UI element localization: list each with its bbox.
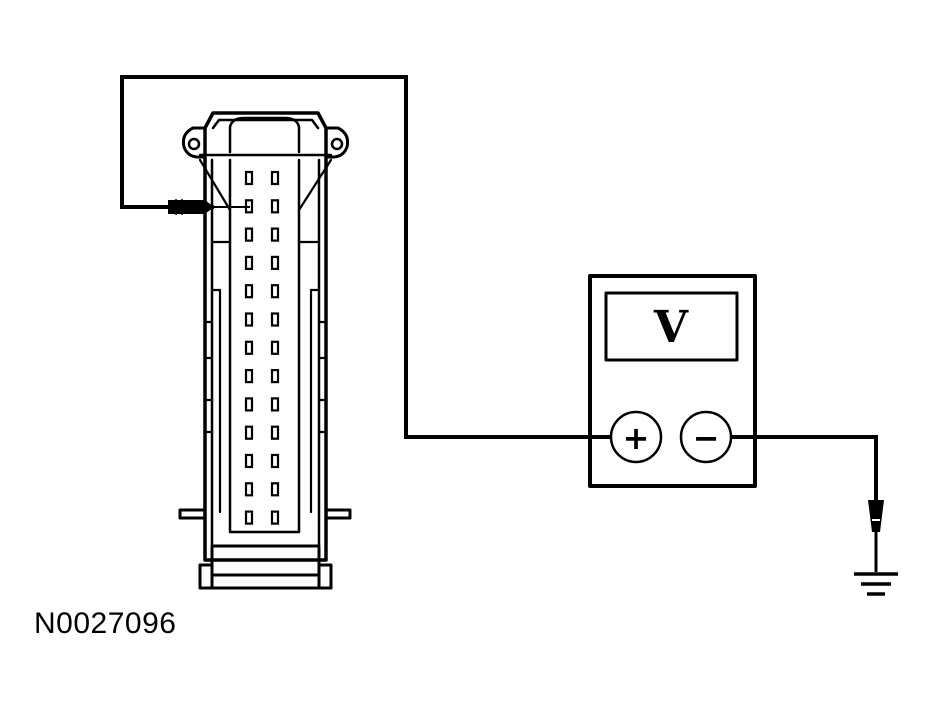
connector-pin-r4-c2 bbox=[270, 255, 280, 270]
connector-pin-r12-c2 bbox=[270, 482, 280, 497]
ground-probe-icon bbox=[868, 500, 884, 572]
connector-pin-r7-c1 bbox=[244, 340, 254, 355]
connector-pin-r7-c2 bbox=[270, 340, 280, 355]
connector-pin-r1-c1 bbox=[244, 170, 254, 186]
connector-pin-r8-c2 bbox=[270, 369, 280, 384]
positive-terminal: + bbox=[609, 410, 663, 464]
connector-pin-r1-c2 bbox=[270, 170, 280, 186]
connector-pin-r2-c2 bbox=[270, 199, 280, 214]
connector-pin-r11-c2 bbox=[270, 453, 280, 469]
connector-pin-r10-c1 bbox=[244, 425, 254, 440]
connector-pin-r8-c1 bbox=[244, 369, 254, 384]
connector-pin-r4-c1 bbox=[244, 255, 254, 270]
probe-wire bbox=[120, 75, 610, 439]
negative-terminal: − bbox=[679, 410, 733, 464]
mounting-ear-right bbox=[324, 126, 350, 159]
connector-pin-r13-c2 bbox=[270, 510, 280, 525]
connector-pin-r6-c1 bbox=[244, 312, 254, 327]
negative-symbol: − bbox=[693, 419, 720, 457]
meter-display-label: V bbox=[653, 302, 689, 353]
voltmeter-icon: V + − bbox=[588, 274, 757, 488]
connector-pin-r10-c2 bbox=[270, 425, 280, 440]
connector-pin-r9-c2 bbox=[270, 397, 280, 412]
connector-pin-r3-c1 bbox=[244, 227, 254, 242]
connector-pin-r3-c2 bbox=[270, 227, 280, 242]
connector-pin-r5-c1 bbox=[244, 284, 254, 299]
connector-pin-r9-c1 bbox=[244, 397, 254, 412]
figure-id: N0027096 bbox=[34, 607, 177, 640]
connector-pin-r12-c1 bbox=[244, 482, 254, 497]
mounting-ear-left bbox=[181, 126, 207, 159]
connector-pin-r11-c1 bbox=[244, 453, 254, 469]
probe-icon bbox=[168, 199, 250, 215]
connector-pin-r5-c2 bbox=[270, 284, 280, 299]
ground-symbol-icon bbox=[854, 572, 898, 596]
positive-symbol: + bbox=[623, 419, 650, 457]
connector-pin-r6-c2 bbox=[270, 312, 280, 327]
connector-pin-grid bbox=[244, 170, 280, 525]
connector-icon bbox=[178, 111, 352, 590]
ground-wire bbox=[731, 435, 878, 500]
connector-pin-r13-c1 bbox=[244, 510, 254, 525]
